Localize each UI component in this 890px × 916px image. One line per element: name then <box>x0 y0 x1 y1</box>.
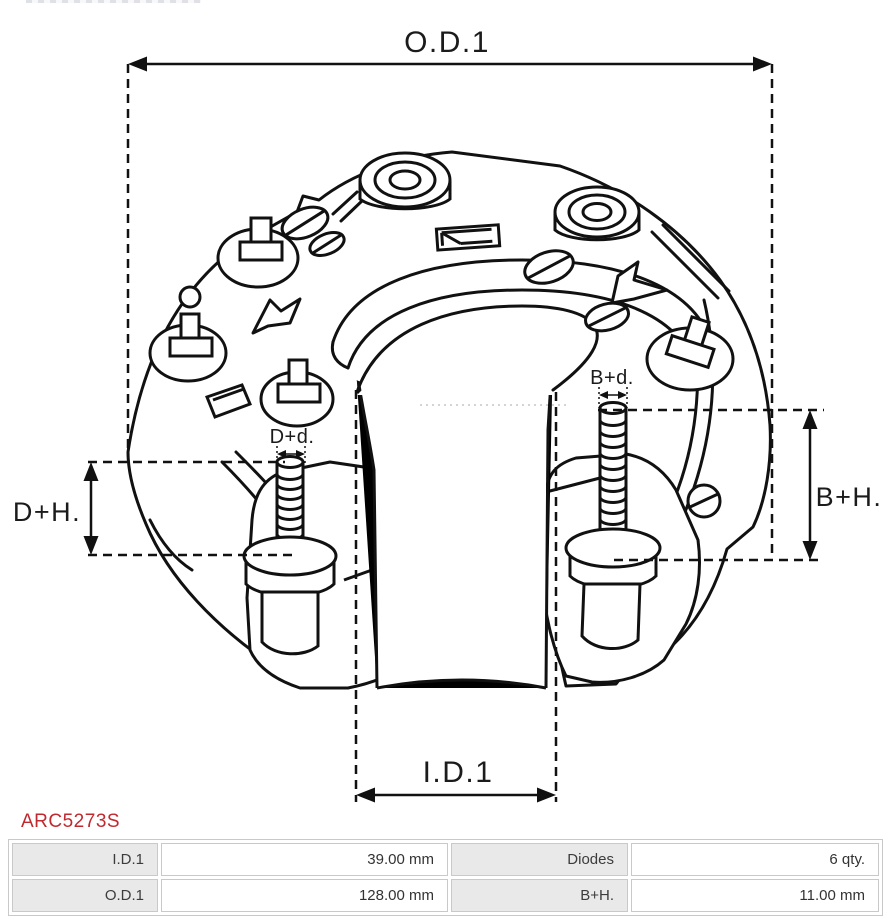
spec-label-diodes: Diodes <box>451 843 628 876</box>
spec-row: O.D.1 128.00 mm B+H. 11.00 mm <box>12 879 879 912</box>
spec-label-id1: I.D.1 <box>12 843 158 876</box>
diode-pads <box>148 216 735 428</box>
dimension-label-dd: D+d. <box>270 426 315 448</box>
spec-value-od1: 128.00 mm <box>161 879 448 912</box>
rivet-boss-left <box>358 151 452 211</box>
plate-holes <box>178 205 722 519</box>
dimension-label-id1: I.D.1 <box>423 756 494 789</box>
rivet-boss-right <box>553 185 641 242</box>
spec-value-diodes: 6 qty. <box>631 843 879 876</box>
aspl-logo-cropped <box>26 0 201 3</box>
rectifier-technical-drawing: O.D.1 I.D.1 D+H. B+H. D+d. <box>0 8 890 810</box>
spec-value-id1: 39.00 mm <box>161 843 448 876</box>
spec-table: I.D.1 39.00 mm Diodes 6 qty. O.D.1 128.0… <box>8 839 883 916</box>
dimension-od1: O.D.1 <box>126 26 774 558</box>
dimension-bd: B+d. <box>590 367 634 408</box>
dimension-label-od1: O.D.1 <box>404 26 490 59</box>
dimension-bh: B+H. <box>598 408 883 562</box>
drawing-svg: O.D.1 I.D.1 D+H. B+H. D+d. <box>13 26 883 803</box>
spec-label-bh: B+H. <box>451 879 628 912</box>
terminal-slots <box>205 223 502 419</box>
spec-value-bh: 11.00 mm <box>631 879 879 912</box>
stud-b-plus <box>564 401 662 651</box>
dimension-label-bd: B+d. <box>590 367 634 389</box>
spec-label-od1: O.D.1 <box>12 879 158 912</box>
spec-row: I.D.1 39.00 mm Diodes 6 qty. <box>12 843 879 876</box>
arrow-markers <box>251 260 669 335</box>
dimension-label-dh: D+H. <box>13 497 81 527</box>
part-number-link[interactable]: ARC5273S <box>21 811 121 832</box>
dimension-dh: D+H. <box>13 460 298 557</box>
dimension-id1: I.D.1 <box>354 390 558 803</box>
dimension-dd: D+d. <box>270 426 315 467</box>
center-bore-tube <box>353 347 555 690</box>
dimension-label-bh: B+H. <box>816 482 883 512</box>
